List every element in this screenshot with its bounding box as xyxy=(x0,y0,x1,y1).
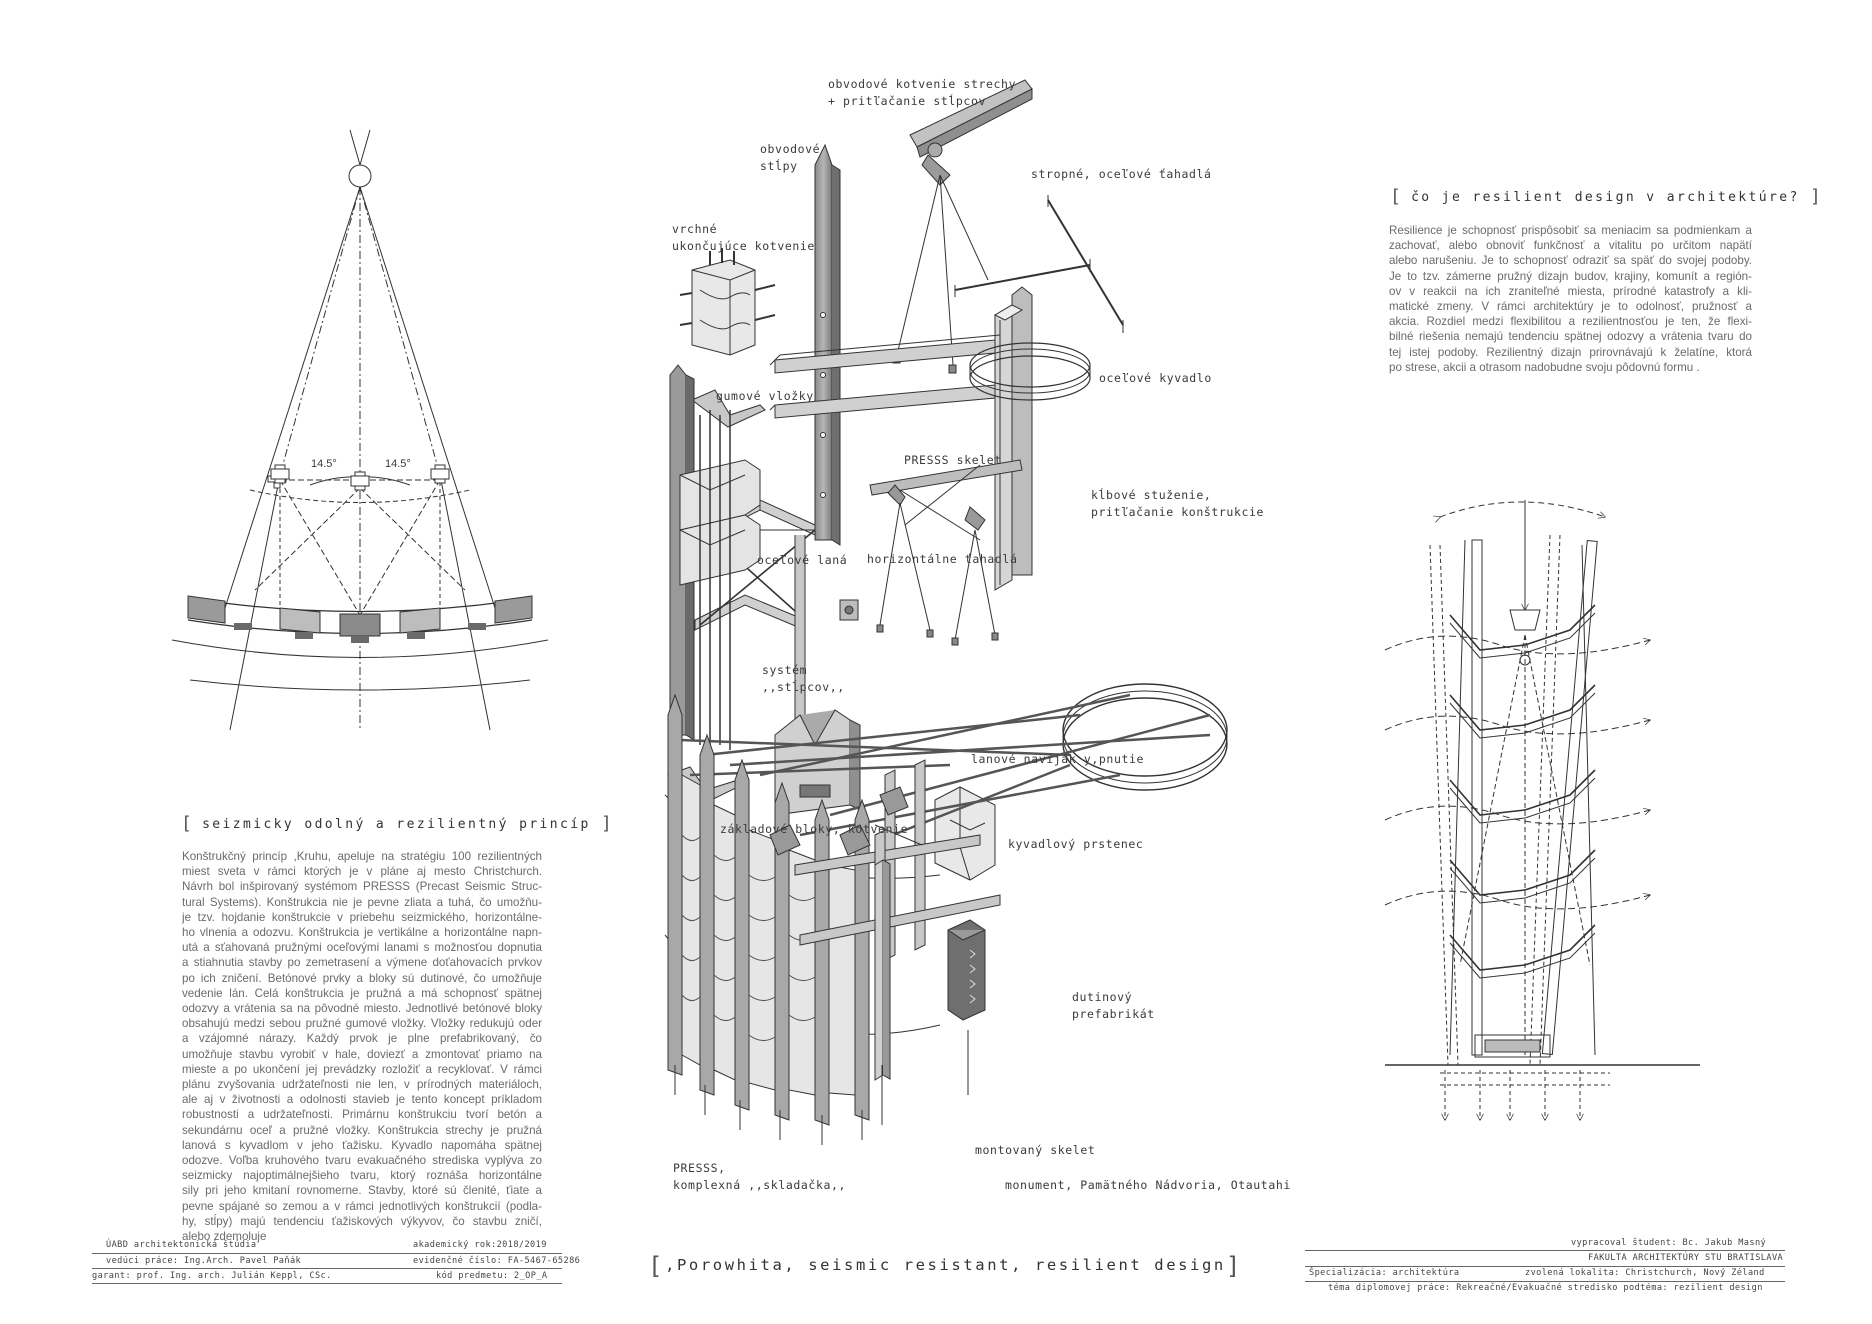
paragraph-line: robustnosti a udržateľnosti. Primárnu ko… xyxy=(182,1108,542,1122)
right-section-heading: [ čo je resilient design v architektúre?… xyxy=(1390,186,1821,207)
exploded-axonometric-drawing xyxy=(664,79,1228,1145)
right-paragraph: Resilience je schopnosť prispôsobiť sa m… xyxy=(1389,223,1752,375)
paragraph-line: sily pri jeho kmitaní rovnomerne. Stavby… xyxy=(182,1184,542,1198)
paragraph-line: plánu zvyšovania udržateľnosti nie len, … xyxy=(182,1078,542,1092)
footer-left-code: kód predmetu: 2_OP_A xyxy=(436,1271,548,1281)
label-gumove-vlozky: gumové vložky xyxy=(716,389,814,403)
paragraph-line: Konštrukčný princíp ,Kruhu, apeluje na s… xyxy=(182,850,542,863)
paragraph-line: umožňuje stavbu vyrobiť v hale, doviezť … xyxy=(182,1047,542,1061)
label-ocelove-lana: oceľové laná xyxy=(757,553,848,567)
label-vrchne-kotvenie: vrchné ukončujúce kotvenie xyxy=(672,222,815,253)
footer-right-student: vypracoval študent: Bc. Jakub Masný xyxy=(1571,1238,1767,1248)
paragraph-line: zachovať, alebo obnoviť funkčnosť a vita… xyxy=(1389,239,1752,253)
label-obvodove-stlpy: obvodové stĺpy xyxy=(760,142,821,173)
label-monument: monument, Pamätného Nádvoria, Otautahi xyxy=(1005,1178,1291,1192)
poster-title-text: ,Porowhita, seismic resistant, resilient… xyxy=(665,1256,1226,1274)
paragraph-line: seizmicky najoptimálnejšieho tvaru, ktor… xyxy=(182,1169,542,1183)
label-obvodove-kotvenie: obvodové kotvenie strechy + pritľačanie … xyxy=(828,77,1017,108)
pendulum-angle-diagram xyxy=(171,129,549,731)
label-lanove-navijaky: lanové naviják y,pnutie xyxy=(971,752,1145,766)
paragraph-line: alebo narušeniu. Je to schopnosť odraziť… xyxy=(1389,254,1752,268)
label-presss-skelet: PRESSS skelet xyxy=(904,453,1002,467)
footer-left-course: ÚABD architektonická štúdia xyxy=(106,1240,257,1250)
label-ocelove-kyvadlo: oceľové kyvadlo xyxy=(1099,371,1212,385)
paragraph-line: utá a sťahovaná pružnými oceľovými lanam… xyxy=(182,941,542,955)
paragraph-line: miest sveta v rámci ktorých je v pláne a… xyxy=(182,865,542,879)
paragraph-line: odozvy a vrátenia sa na pôvodné miesto. … xyxy=(182,1002,542,1016)
paragraph-line: Je to tzv. zámerne pružný dizajn budov, … xyxy=(1389,269,1752,283)
paragraph-line: Návrh bol inšpirovaný systémom PRESSS (P… xyxy=(182,880,542,894)
paragraph-line: a stiahnutia stavby po zemetrasení a vým… xyxy=(182,956,542,970)
paragraph-line: tural Systems). Konštrukcia nie je pevne… xyxy=(182,895,542,909)
paragraph-line: pevne spájané so zemou a v rámci jednotl… xyxy=(182,1199,542,1213)
paragraph-line: po ich zničení. Betónové prvky a bloky s… xyxy=(182,971,542,985)
label-system-stlpcov: systém ,,stĺpcov,, xyxy=(762,663,845,694)
label-montovany-skelet: montovaný skelet xyxy=(975,1143,1096,1157)
left-paragraph: Konštrukčný princíp ,Kruhu, apeluje na s… xyxy=(182,849,542,1244)
paragraph-line: vedenie lán. Celá konštrukcia je pružná … xyxy=(182,986,542,1000)
paragraph-line: ale aj v životnosti a odolnosti stavieb … xyxy=(182,1093,542,1107)
label-stropne-tahadla: stropné, oceľové ťahadlá xyxy=(1031,167,1212,181)
label-kibove-stuzenie: kĺbové stuženie, pritľačanie konštrukcie xyxy=(1091,488,1265,519)
paragraph-line: odozve. Voľba kruhového tvaru evakuačnéh… xyxy=(182,1154,542,1168)
angle-left-label: 14.5° xyxy=(311,458,337,470)
footer-left-evidence: evidenčné číslo: FA-5467-65286 xyxy=(413,1256,581,1266)
left-heading-text: seizmicky odolný a rezilientný princíp xyxy=(202,817,591,832)
paragraph-line: matické zmeny. V rámci architektúry je t… xyxy=(1389,300,1752,314)
label-presss-komplex: PRESSS, komplexná ,,skladačka,, xyxy=(673,1161,847,1192)
paragraph-line: Resilience je schopnosť prispôsobiť sa m… xyxy=(1389,224,1752,237)
paragraph-line: hy, stĺpy) majú tendenciu ťažiskových vý… xyxy=(182,1214,542,1228)
paragraph-line: po strese, akcii a otrasom nadobudne svo… xyxy=(1389,360,1700,374)
paragraph-line: sekundárnu oceľ a pružné vložky. Konštru… xyxy=(182,1123,542,1137)
paragraph-line: a vzájomné nárazy. Každý prvok je plne p… xyxy=(182,1032,542,1046)
paragraph-line: lanová s kyvadlom v jeho ťažisku. Kyvadl… xyxy=(182,1138,542,1152)
footer-left-year: akademický rok:2018/2019 xyxy=(413,1240,547,1250)
paragraph-line: bilné riešenia nemajú tendenciu spätnej … xyxy=(1389,330,1752,344)
paragraph-line: obsahujú medzi sebou pružné gumové vložk… xyxy=(182,1017,542,1031)
paragraph-line: akcia. Rozdiel medzi flexibilitou a rezi… xyxy=(1389,315,1752,329)
footer-right-faculty: FAKULTA ARCHITEKTÚRY STU BRATISLAVA xyxy=(1588,1253,1784,1263)
footer-right-topic: téma diplomovej práce: Rekreačné/Evakuač… xyxy=(1328,1283,1763,1293)
footer-left-supervisor: vedúci práce: Ing.Arch. Pavel Paňák xyxy=(106,1256,302,1266)
paragraph-line: alebo zdemoluje xyxy=(182,1230,267,1244)
right-heading-text: čo je resilient design v architektúre? xyxy=(1411,190,1800,205)
paragraph-line: tej istej podoby. Rezilientný dizajn pri… xyxy=(1389,345,1752,359)
label-horizontalne-tahadla: horizontálne ťahadlá xyxy=(867,552,1018,566)
paragraph-line: mieste a po ukončení jej prevádzky rozlo… xyxy=(182,1062,542,1076)
footer-left-guarantor: garant: prof. Ing. arch. Julián Keppl, C… xyxy=(92,1271,332,1281)
angle-right-label: 14.5° xyxy=(385,458,411,470)
label-zakladove-bloky: základové bloky, kotvenie xyxy=(720,822,909,836)
resilience-sway-diagram xyxy=(1384,500,1700,1135)
label-kyvadlovy-prstenec: kyvadlový prstenec xyxy=(1008,837,1144,851)
footer-right-location: zvolená lokalita: Christchurch, Nový Zél… xyxy=(1525,1268,1765,1278)
poster-title: [,Porowhita, seismic resistant, resilien… xyxy=(648,1252,1243,1280)
footer-right-specialization: Špecializácia: architektúra xyxy=(1309,1268,1460,1278)
paragraph-line: je tzv. hojdanie konštrukcie v priebehu … xyxy=(182,910,542,924)
left-section-heading: [ seizmicky odolný a rezilientný princíp… xyxy=(181,813,612,834)
label-dutinovy-prefabrikat: dutinový prefabrikát xyxy=(1072,990,1155,1021)
paragraph-line: ho vlnenia a odozvu. Konštrukcia je vert… xyxy=(182,926,542,940)
paragraph-line: ov v reakcii na ich zraniteľné miesta, p… xyxy=(1389,284,1752,298)
